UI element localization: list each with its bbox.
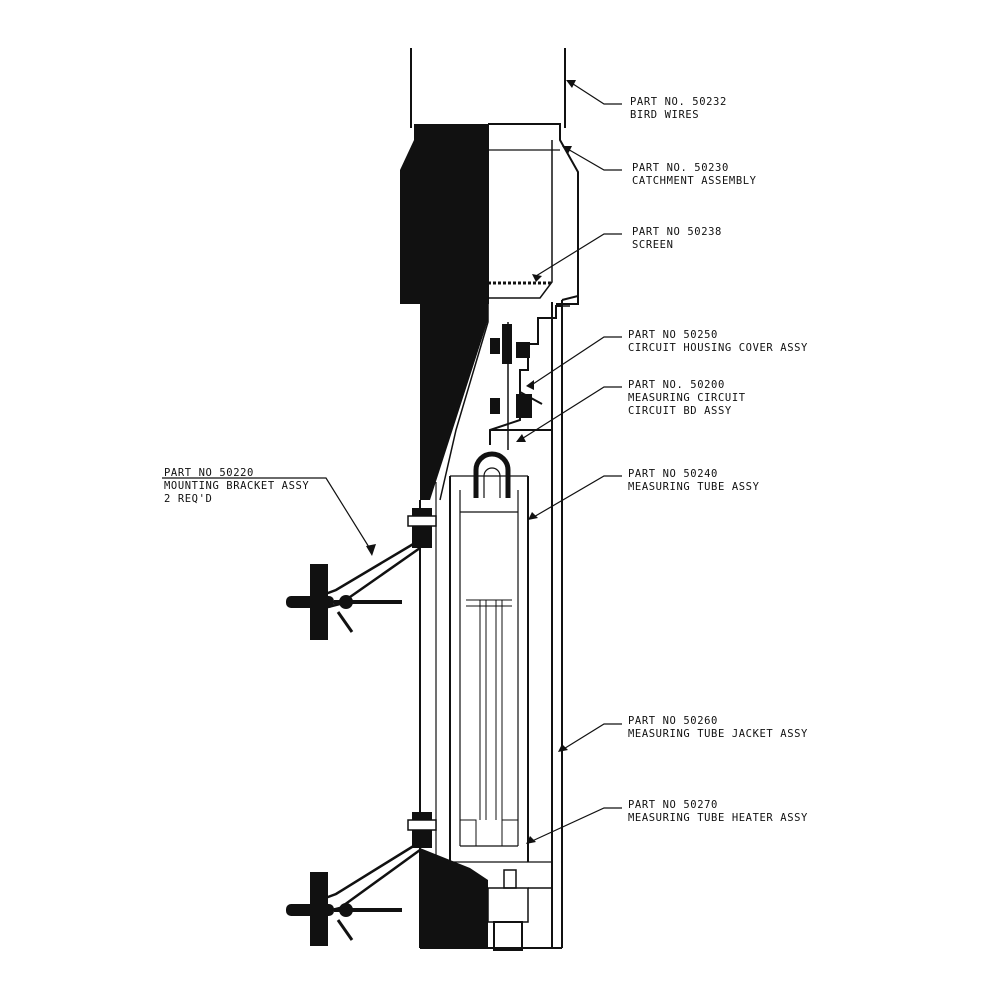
leader-lines <box>162 81 622 843</box>
bird-wires <box>410 48 566 128</box>
callout-line: SCREEN <box>632 239 674 251</box>
callout-catchment-assembly: PART NO. 50230 CATCHMENT ASSEMBLY <box>632 162 757 188</box>
callout-line: PART NO 50220 <box>164 467 254 479</box>
leader-arrowheads <box>366 80 576 844</box>
gauge-base <box>420 848 552 951</box>
callout-mounting-bracket: PART NO 50220 MOUNTING BRACKET ASSY 2 RE… <box>164 467 309 506</box>
callout-measuring-circuit: PART NO. 50200 MEASURING CIRCUIT CIRCUIT… <box>628 379 746 418</box>
callout-line: PART NO 50240 <box>628 468 718 480</box>
callout-line: CIRCUIT HOUSING COVER ASSY <box>628 342 808 354</box>
callout-line: MOUNTING BRACKET ASSY <box>164 480 310 492</box>
measuring-tube <box>435 451 552 863</box>
callout-circuit-housing-cover: PART NO 50250 CIRCUIT HOUSING COVER ASSY <box>628 329 808 355</box>
callout-line: MEASURING TUBE ASSY <box>628 481 760 493</box>
lower-mounting-bracket <box>286 812 437 946</box>
callout-line: CIRCUIT BD ASSY <box>628 405 732 417</box>
callout-measuring-tube: PART NO 50240 MEASURING TUBE ASSY <box>628 468 760 494</box>
callout-line: PART NO 50238 <box>632 226 722 238</box>
callout-line: PART NO 50260 <box>628 715 718 727</box>
callout-line: PART NO. 50230 <box>632 162 729 174</box>
callout-line: 2 REQ'D <box>164 493 213 505</box>
callout-line: CATCHMENT ASSEMBLY <box>632 175 757 187</box>
callout-line: PART NO 50250 <box>628 329 718 341</box>
circuit-housing-cover <box>490 322 530 450</box>
catchment-assembly <box>400 123 579 501</box>
callout-tube-heater: PART NO 50270 MEASURING TUBE HEATER ASSY <box>628 799 808 825</box>
callout-bird-wires: PART NO. 50232 BIRD WIRES <box>630 96 727 122</box>
callout-line: MEASURING CIRCUIT <box>628 392 746 404</box>
callout-line: PART NO. 50200 <box>628 379 725 391</box>
housing-profile <box>489 296 579 445</box>
callout-line: BIRD WIRES <box>630 109 700 121</box>
callout-line: PART NO 50270 <box>628 799 718 811</box>
measuring-circuit-board <box>490 391 552 431</box>
callout-line: MEASURING TUBE JACKET ASSY <box>628 728 808 740</box>
callout-line: MEASURING TUBE HEATER ASSY <box>628 812 808 824</box>
callout-screen: PART NO 50238 SCREEN <box>632 226 722 252</box>
callout-line: PART NO. 50232 <box>630 96 727 108</box>
callout-tube-jacket: PART NO 50260 MEASURING TUBE JACKET ASSY <box>628 715 808 741</box>
upper-mounting-bracket <box>286 508 437 640</box>
